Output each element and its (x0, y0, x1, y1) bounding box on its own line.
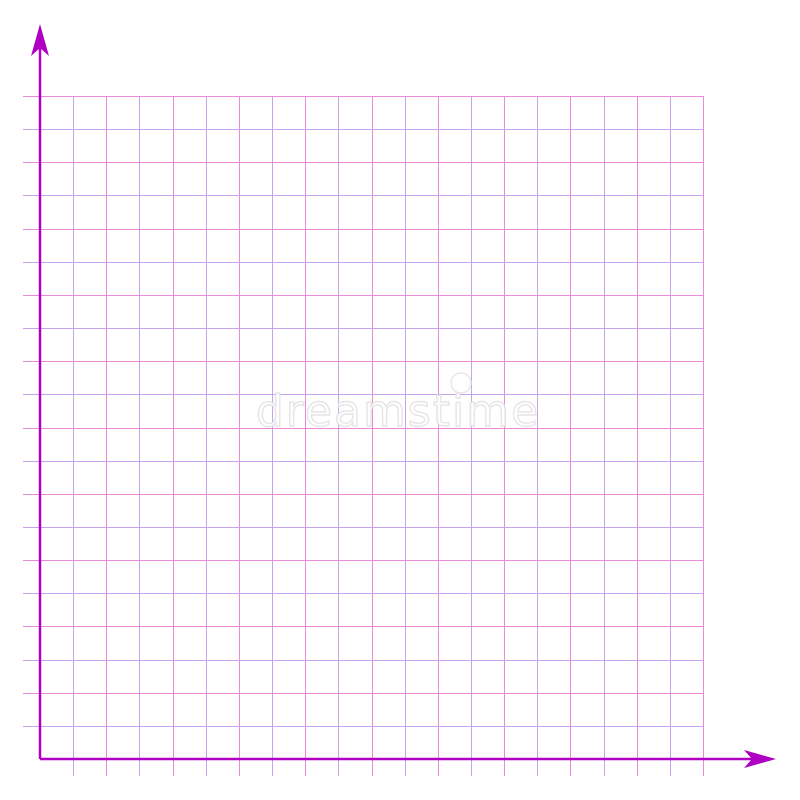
watermark-text: dreamstime (256, 386, 540, 437)
axes (31, 24, 776, 768)
y-axis-arrow-icon (31, 24, 49, 56)
watermark: dreamstime (255, 372, 540, 438)
watermark-logo (450, 372, 472, 394)
x-axis-arrow-icon (744, 750, 776, 768)
grid (23, 96, 704, 776)
